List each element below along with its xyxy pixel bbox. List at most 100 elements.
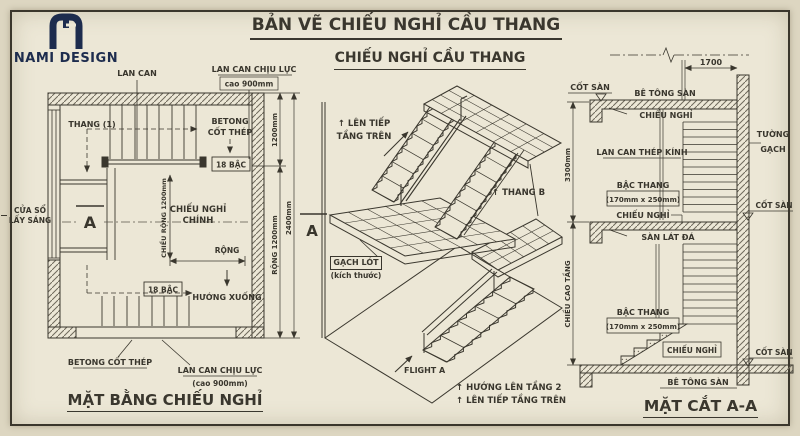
section-chieu-nghi-box (662, 341, 722, 358)
section-wall (736, 74, 750, 386)
plan-dim-1200: 1200mm (271, 113, 279, 147)
section-san-lat-da: SÀN LÁT ĐÁ (641, 231, 695, 242)
iso-marker-a-label: A (306, 222, 318, 240)
iso-outer-stringer (529, 163, 539, 217)
nami-logo-icon (49, 13, 83, 49)
section-bac-size-2: (170mm x 250mm) (606, 323, 680, 331)
section-break-line (610, 46, 749, 64)
plan-rong-dim (169, 256, 246, 266)
section-be-tong-san-1: BÊ TÔNG SÀN (634, 87, 695, 98)
iso-top-platform-edge (423, 104, 529, 169)
section-cot-san-1: CỐT SÀN (570, 80, 610, 92)
plan-marker-a-label: A (84, 213, 97, 232)
section-bottom-slab-tab (579, 372, 593, 388)
plan-upper-rail (101, 156, 207, 168)
plan-betong-bot-label: BETONG CỐT THÉP (68, 355, 152, 367)
plan-betong-label-2: CỐT THÉP (208, 125, 253, 137)
plan-betong-label-1: BETONG (211, 117, 248, 126)
iso-flight-a-railing (421, 268, 498, 353)
plan-huong-xuong: HƯỚNG XUỐNG (192, 290, 261, 302)
plan-chieu-nghi-chinh-2: CHÍNH (183, 214, 214, 226)
plan-interior-lines (60, 168, 116, 260)
section-bac-box-2 (606, 317, 680, 334)
plan-section-marker-a: A (76, 205, 104, 232)
section-lower-steps (682, 243, 737, 325)
section-lower-post (655, 244, 660, 324)
plan-cua-so-label: CỬA SỔ LẤY SÁNG (8, 206, 52, 225)
plan-lan-can-label: LAN CAN (117, 69, 157, 78)
section-cot-san-3: CỐT SÀN (755, 347, 792, 357)
plan-betong-bot-leader (117, 339, 133, 358)
section-dim-3300: 3300mm (564, 148, 572, 182)
plan-dim-rong-1200: RỘNG 1200mm (270, 215, 279, 274)
iso-title-text: CHIẾU NGHỈ CẦU THANG (333, 50, 527, 70)
section-gach-label: GẠCH (760, 145, 785, 154)
iso-thang-b-treads (434, 155, 507, 240)
plan-cua-so-leader (1, 215, 7, 216)
brand-name: NAMI DESIGN (13, 51, 119, 66)
section-caption: MẶT CẮT A-A (608, 397, 793, 419)
section-leaders (608, 107, 761, 237)
section-dim-1700-lines (681, 60, 738, 100)
section-bac-box-1 (606, 190, 680, 207)
plan-caption: MẶT BẰNG CHIẾU NGHỈ (50, 391, 280, 412)
iso-mid-landing-edge (329, 215, 516, 265)
section-lan-can-thep-kinh: LAN CAN THÉP KÍNH (596, 146, 687, 157)
plan-view-drawing: A CHIỀU RỘNG 1200mm THANG (1) BETONG CỐT… (47, 65, 300, 388)
plan-cao900-bot-label: (cao 900mm) (192, 379, 247, 388)
section-tuong-label: TƯỜNG (757, 128, 789, 139)
section-underlines (568, 92, 793, 389)
iso-right-landing-edge (471, 237, 563, 278)
iso-huong-len-tang2-label: ↑ HƯỚNG LÊN TẦNG 2 (456, 383, 562, 393)
section-chieu-nghi-1: CHIẾU NGHỈ (639, 108, 692, 120)
plan-lan-can-bot-leader (161, 339, 191, 366)
plan-upper-flight-treads (109, 105, 197, 159)
section-level-triangle-1 (595, 93, 607, 102)
plan-window (48, 109, 60, 259)
plan-chieu-nghi-chinh-1: CHIẾU NGHỈ (170, 202, 227, 215)
iso-flight-a-treads (422, 276, 534, 363)
iso-gach-lot-label: GẠCH LÓT (330, 256, 382, 270)
plan-dim-2400: 2400mm (285, 201, 293, 235)
plan-dim-chieu-rong: CHIỀU RỘNG 1200mm (158, 178, 168, 258)
plan-thang1-label: THANG (1) (68, 120, 115, 129)
iso-len-tiep-arrow (383, 131, 409, 157)
plan-rong-label: RỘNG (215, 246, 240, 255)
iso-top-platform-tiles (431, 90, 554, 157)
plan-walls (47, 92, 265, 339)
section-bac-thang-2: BẬC THANG (617, 307, 670, 317)
iso-thang-b-railing (457, 149, 525, 239)
section-level-triangle-3 (742, 358, 754, 367)
section-chieu-nghi-2: CHIẾU NGHỈ (616, 208, 669, 220)
plan-cao900-label: cao 900mm (225, 80, 274, 89)
plan-center-dim: CHIỀU RỘNG 1200mm (158, 174, 173, 260)
iso-thang-b-label: ↑ THANG B (492, 188, 546, 198)
plan-18bac-box-bottom: 18 BẬC (143, 281, 183, 297)
iso-view-drawing: A (300, 85, 563, 404)
section-cot-san-2: CỐT SÀN (755, 200, 792, 210)
section-chieu-nghi-3: CHIẾU NGHỈ (667, 345, 717, 355)
plan-right-dims (252, 92, 300, 339)
iso-kich-thuoc-label: (kích thước) (330, 271, 382, 280)
section-bac-size-1: (170mm x 250mm) (606, 196, 680, 204)
iso-len-tiep-label: ↑ LÊN TIẾP TẦNG TRÊN (336, 119, 392, 142)
iso-title: CHIẾU NGHỈ CẦU THANG (330, 50, 530, 70)
section-bottom-slab (579, 364, 794, 374)
iso-flight-a-body (422, 276, 535, 363)
plan-walkline-top (84, 126, 233, 173)
plan-lan-can-bot-label: LAN CAN CHỊU LỰC (178, 366, 263, 375)
plan-18bac-box-top: 18 BẬC (211, 156, 251, 172)
plan-18bac-bottom: 18 BẬC (148, 286, 179, 295)
iso-ground-plane (324, 245, 563, 404)
iso-gach-lot-leader (359, 239, 379, 258)
iso-flight-a-arrow (394, 355, 413, 373)
section-top-slab (589, 99, 738, 123)
plan-18bac-top: 18 BẬC (216, 161, 247, 170)
section-chieu-cao-tang: CHIỀU CAO TẦNG (562, 260, 572, 327)
section-upper-steps (682, 121, 737, 213)
plan-lan-can-cl-label: LAN CAN CHỊU LỰC (212, 65, 297, 74)
page-title: BẢN VẼ CHIẾU NGHỈ CẦU THANG (245, 15, 567, 41)
iso-flight-a-steps-right (445, 289, 534, 363)
section-view-drawing: 1700 CỐT SÀN BÊ TÔNG SÀN CHIẾU NGHỈ TƯỜN… (562, 46, 794, 389)
section-level-triangle-2 (742, 212, 754, 221)
